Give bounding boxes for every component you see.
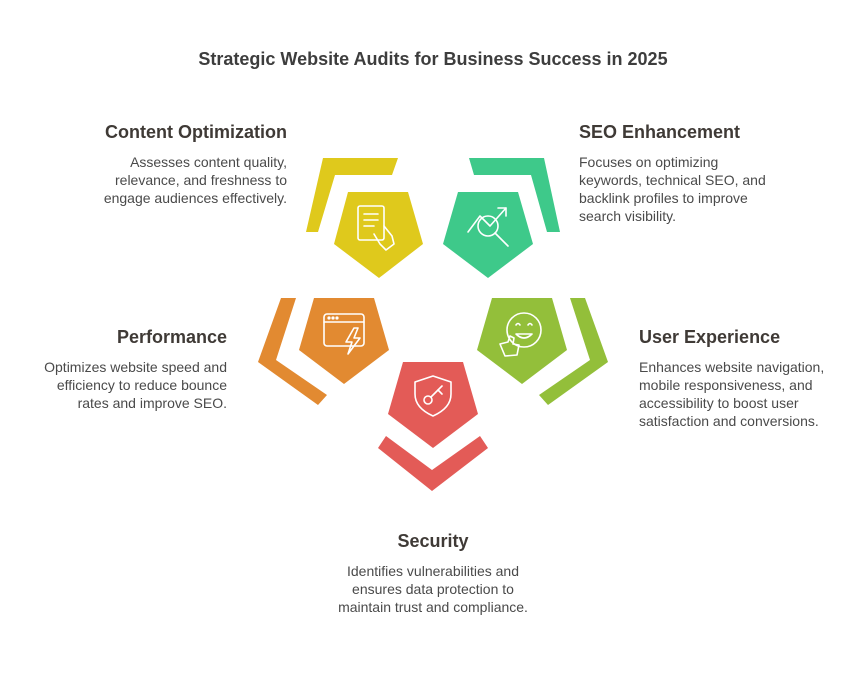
shield-key-icon [414, 375, 452, 417]
performance-outer-band [258, 298, 327, 405]
security-pentagon [388, 362, 478, 448]
security-outer-band [378, 436, 488, 491]
content-optimization-block: Content Optimization Assesses content qu… [0, 122, 287, 207]
security-heading: Security [397, 531, 469, 551]
page-title: Strategic Website Audits for Business Su… [198, 49, 668, 69]
seo-enhancement-description: Focuses on optimizing keywords, technica… [579, 154, 766, 224]
content-outer-band [306, 158, 398, 232]
content-optimization-description: Assesses content quality, relevance, and… [103, 154, 287, 206]
user-experience-block: User Experience Enhances website navigat… [639, 327, 859, 430]
security-block: Security Identifies vulnerabilities and … [313, 531, 553, 616]
document-hand-icon [357, 205, 395, 251]
performance-block: Performance Optimizes website speed and … [7, 327, 227, 412]
seo-pentagon [443, 192, 533, 278]
ux-pentagon [477, 298, 567, 384]
content-optimization-heading: Content Optimization [105, 122, 287, 142]
user-experience-heading: User Experience [639, 327, 781, 347]
security-description: Identifies vulnerabilities and ensures d… [338, 563, 528, 615]
smiley-thumbs-up-icon [499, 312, 542, 357]
trend-magnifier-icon [467, 207, 509, 247]
performance-description: Optimizes website speed and efficiency t… [44, 359, 227, 411]
performance-heading: Performance [116, 327, 227, 347]
seo-outer-band [469, 158, 560, 232]
user-experience-description: Enhances website navigation, mobile resp… [639, 359, 825, 429]
seo-enhancement-block: SEO Enhancement Focuses on optimizing ke… [579, 122, 839, 225]
seo-enhancement-heading: SEO Enhancement [579, 122, 741, 142]
content-pentagon [334, 192, 423, 278]
performance-pentagon [299, 298, 389, 384]
browser-lightning-icon [323, 313, 365, 355]
ux-outer-band [539, 298, 608, 405]
